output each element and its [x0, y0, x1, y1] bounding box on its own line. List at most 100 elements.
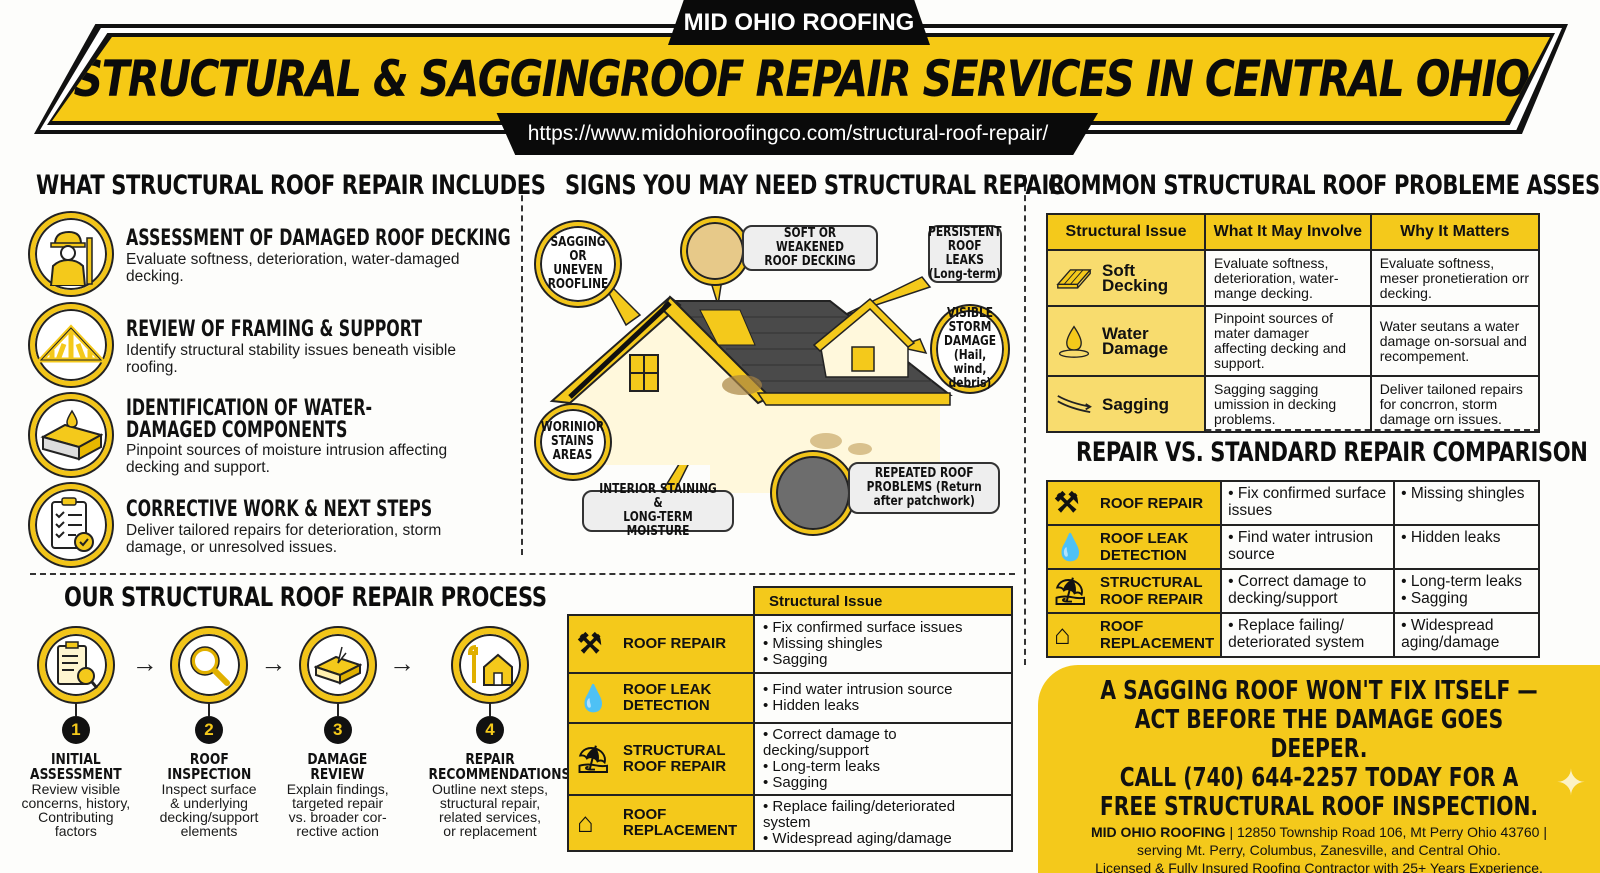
bullet-item: Correct damage to decking/support [1228, 573, 1387, 607]
water-drop-icon [1058, 325, 1090, 358]
service-label: ROOF REPLACEMENT [623, 806, 738, 839]
bullet-item: Replace failing/deteriorated system [763, 799, 1003, 831]
table-header-row: Structural Issue What It May Involve Why… [1046, 213, 1541, 251]
bullet-item: Fix confirmed surface issues [1228, 485, 1387, 519]
checklist-icon [30, 484, 112, 566]
includes-title: WHAT STRUCTURAL ROOF REPAIR INCLUDES [36, 170, 546, 201]
table-row: 💧 ROOF LEAK DETECTION Find water intrusio… [567, 672, 1013, 724]
bullet-item: Hidden leaks [1401, 529, 1532, 546]
service-label: ROOF REPLACEMENT [1100, 618, 1215, 652]
exposed-decking [699, 309, 756, 346]
process-step: 4 REPAIR RECOMMENDATIONS Outline next st… [415, 628, 571, 839]
bullet-item: Widespread aging/damage [763, 831, 1003, 847]
bullet-item: Fix confirmed surface issues [763, 620, 1003, 636]
problems-title: COMMON STRUCTURAL ROOF PROBLEME ASSESS [1048, 170, 1600, 201]
include-item: CORRECTIVE WORK & NEXT STEPS Deliver tai… [30, 484, 510, 570]
step-desc: Outline next steps, structural repair, r… [432, 781, 548, 839]
structure-icon: ⛱ [577, 744, 611, 774]
table-row: Water Damage Pinpoint sources of mater d… [1046, 305, 1541, 377]
callout-storm-damage: VISIBLE STORM DAMAGE (Hail, wind, debris… [932, 306, 1008, 392]
company-name: MID OHIO ROOFING [1091, 824, 1226, 840]
bullet-item: Sagging [1401, 590, 1532, 607]
table-row: ⛱STRUCTURAL ROOF REPAIR Correct damage t… [1045, 568, 1540, 614]
house-icon: ⌂ [1054, 619, 1071, 650]
comparison-table: ⚒ROOF REPAIR Fix confirmed surface issue… [1045, 480, 1540, 658]
process-steps: 1 INITIAL ASSESSMENT Review visible conc… [20, 628, 571, 839]
process-step: 1 INITIAL ASSESSMENT Review visible conc… [20, 628, 132, 838]
page-title: STRUCTURAL & SAGGINGROOF REPAIR SERVICES… [73, 50, 1530, 108]
callout-interior-staining: INTERIOR STAINING & LONG-TERM MOISTURE [582, 483, 734, 539]
service-label: ROOF REPAIR [1100, 494, 1204, 512]
table-row: Sagging Sagging sagging umission in deck… [1046, 375, 1541, 433]
callout-decking-closeup [682, 218, 748, 284]
process-step: 3 DAMAGE REVIEW Explain findings, target… [286, 628, 389, 838]
table-row: ⌂ ROOF REPLACEMENT Replace failing/deteri… [567, 794, 1013, 852]
bullet-item: Replace failing/ deteriorated system [1228, 617, 1387, 651]
include-item: REVIEW OF FRAMING & SUPPORT Identify str… [30, 304, 510, 390]
bullet-item: Find water intrusion source [1228, 529, 1387, 563]
sagging-arrow-icon [1057, 395, 1092, 413]
include-desc: Identify structural stability issues ben… [126, 342, 456, 376]
wood-planks-icon [1056, 269, 1092, 289]
bullet-item: Sagging [763, 652, 1003, 668]
contact-info: MID OHIO ROOFING | 12850 Township Road 1… [1038, 824, 1600, 840]
title-banner: STRUCTURAL & SAGGINGROOF REPAIR SERVICES… [52, 37, 1550, 121]
callout-stains-areas: WORINIOR STAINS AREAS [536, 405, 610, 479]
process-step: 2 ROOF INSPECTION Inspect surface & unde… [158, 628, 261, 838]
step-desc: Review visible concerns, history, Contri… [21, 781, 131, 839]
callout-soft-decking: SOFT OR WEAKENED ROOF DECKING [742, 225, 878, 271]
cta-headline: A SAGGING ROOF WON'T FIX ITSELF — ACT BE… [1099, 676, 1539, 822]
callout-sagging-roofline: SAGGING OR UNEVEN ROOFLINE [536, 222, 620, 306]
include-item: ASSESSMENT OF DAMAGED ROOF DECKING Evalu… [30, 213, 511, 299]
include-title: REVIEW OF FRAMING & SUPPORT [126, 317, 423, 342]
column-header: Why It Matters [1369, 213, 1541, 251]
column-header: Structural Issue [753, 586, 1013, 616]
droplets-icon: 💧 [577, 683, 610, 713]
service-area: serving Mt. Perry, Columbus, Zanesville,… [1137, 842, 1501, 858]
include-desc: Pinpoint sources of moisture intrusion a… [126, 442, 448, 476]
step-title: ROOF INSPECTION [167, 750, 251, 783]
callout-persistent-leaks: PERSISTENT ROOF LEAKS (Long-term) [928, 225, 1002, 283]
services-table: Structural Issue ⚒ROOF REPAIR Fix confir… [567, 586, 1013, 852]
page-url[interactable]: https://www.midohioroofingco.com/structu… [527, 122, 1049, 145]
cta-panel: A SAGGING ROOF WON'T FIX ITSELF — ACT BE… [1038, 665, 1600, 873]
bullet-item: Find water intrusion source [763, 682, 1003, 698]
service-label: ROOF LEAK DETECTION [1100, 530, 1189, 564]
brand-name: MID OHIO ROOFING [683, 8, 915, 36]
arrow-right-icon: → [389, 648, 415, 678]
service-label: ROOF LEAK DETECTION [623, 681, 712, 714]
worker-icon [30, 213, 112, 295]
step-title: INITIAL ASSESSMENT [30, 750, 122, 783]
url-tab[interactable]: https://www.midohioroofingco.com/structu… [496, 113, 1098, 155]
issue-label: Soft Decking [1102, 261, 1169, 295]
include-title: IDENTIFICATION OF WATER-DAMAGED COMPONEN… [126, 396, 373, 443]
bullet-item: Hidden leaks [763, 698, 1003, 714]
license-info: Licensed & Fully Insured Roofing Contrac… [1095, 860, 1543, 873]
table-row: ⛱STRUCTURAL ROOF REPAIR Correct damage t… [567, 722, 1013, 796]
brand-tab: MID OHIO ROOFING [668, 0, 930, 45]
magnifier-icon [172, 628, 247, 702]
column-header: What It May Involve [1204, 213, 1372, 251]
divider-horizontal-left [30, 573, 1015, 575]
table-row: ⚒ROOF REPAIR Fix confirmed surface issue… [567, 614, 1013, 674]
bullet-item: Long-term leaks [763, 759, 1003, 775]
table-cell: Deliver tailoned repairs for concrron, s… [1369, 375, 1541, 433]
bullet-item: Sagging [763, 775, 1003, 791]
include-desc: Evaluate softness, deterioration, water-… [126, 251, 460, 285]
sparkle-icon: ✦ [1555, 762, 1586, 803]
divider-vertical-right [1024, 175, 1026, 665]
table-row: 💧 ROOF LEAK DETECTION Find water intrusio… [1045, 524, 1540, 570]
step-number: 2 [195, 716, 224, 744]
house-icon: ⌂ [577, 807, 594, 838]
service-label: STRUCTURAL ROOF REPAIR [1100, 574, 1204, 608]
column-header: Structural Issue [1046, 213, 1206, 251]
step-number: 3 [323, 716, 352, 744]
droplets-icon: 💧 [1054, 532, 1087, 562]
pointer-leaks [839, 276, 932, 318]
table-cell: Water seutans a water damage on-sorsual … [1369, 305, 1541, 377]
table-row: ⚒ROOF REPAIR Fix confirmed surface issue… [1045, 480, 1540, 526]
arrow-right-icon: → [260, 648, 287, 678]
step-title: DAMAGE REVIEW [307, 750, 368, 783]
arrow-right-icon: → [131, 648, 158, 678]
step-title: REPAIR RECOMMENDATIONS [428, 750, 571, 783]
